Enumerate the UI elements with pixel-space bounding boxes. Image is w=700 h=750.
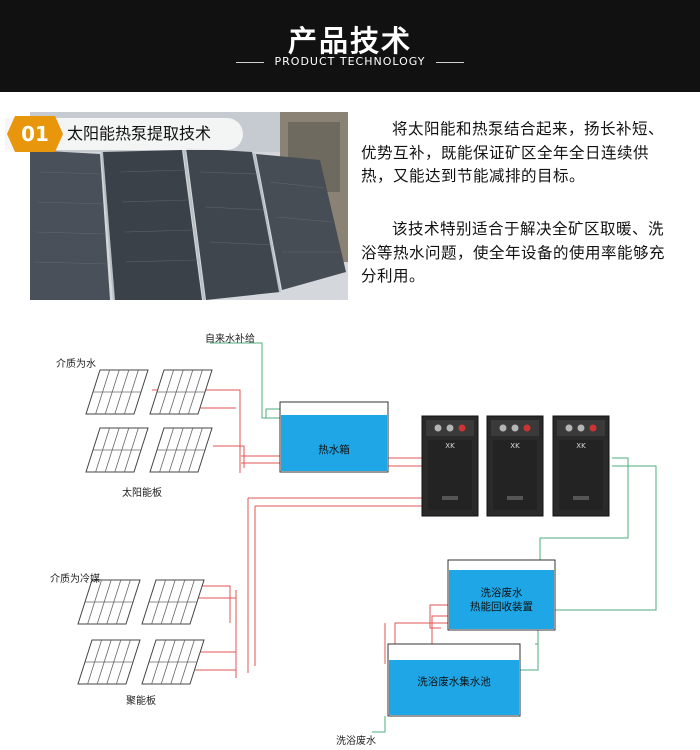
system-diagram: XK XK XK 自来水补给 介质为水 太阳能板 介质为冷媒 聚能板 洗浴废水 … bbox=[0, 318, 700, 750]
collector-panels-label: 聚能板 bbox=[126, 696, 156, 707]
heat-pump-units: XK XK XK bbox=[421, 415, 610, 517]
section-title: 太阳能热泵提取技术 bbox=[67, 124, 212, 143]
description-paragraph-2: 该技术特别适合于解决全矿区取暖、洗浴等热水问题，使全年设备的使用率能够充分利用。 bbox=[361, 220, 666, 285]
section-badge: 01 太阳能热泵提取技术 bbox=[5, 116, 243, 152]
collector-panel-group bbox=[77, 579, 205, 685]
medium-refrigerant-label: 介质为冷媒 bbox=[50, 574, 100, 585]
solar-panel-group bbox=[85, 369, 213, 473]
header-subtitle: PRODUCT TECHNOLOGY bbox=[274, 55, 426, 68]
svg-text:XK: XK bbox=[445, 442, 455, 450]
header-title: 产品技术 bbox=[287, 24, 412, 58]
section-number: 01 bbox=[21, 122, 49, 146]
header-bar: 产品技术 PRODUCT TECHNOLOGY bbox=[0, 0, 700, 92]
section-number-hexagon bbox=[7, 116, 63, 152]
wastewater-pool-label: 洗浴废水集水池 bbox=[417, 676, 491, 688]
heat-recovery-label-line1: 洗浴废水 bbox=[480, 587, 523, 599]
svg-text:XK: XK bbox=[510, 442, 520, 450]
medium-water-label: 介质为水 bbox=[56, 359, 96, 370]
svg-text:XK: XK bbox=[576, 442, 586, 450]
bath-wastewater-label: 洗浴废水 bbox=[336, 736, 376, 747]
description-paragraph-1: 将太阳能和热泵结合起来，扬长补短、优势互补，既能保证矿区全年全日连续供热，又能达… bbox=[361, 120, 665, 185]
heat-recovery-label-line2: 热能回收装置 bbox=[470, 601, 533, 613]
tap-water-supply-label: 自来水补给 bbox=[205, 334, 255, 345]
hot-water-tank-label: 热水箱 bbox=[318, 444, 350, 456]
solar-panels-label: 太阳能板 bbox=[122, 488, 162, 499]
header-divider-left bbox=[236, 62, 264, 63]
header-divider-right bbox=[436, 62, 464, 63]
